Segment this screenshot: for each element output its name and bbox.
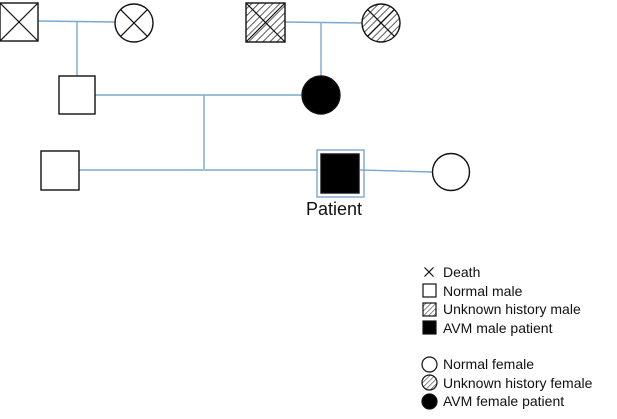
mating-line-gen3 (359, 169, 433, 173)
hatched-circle-icon (420, 374, 438, 392)
filled-square-icon (420, 319, 438, 337)
mother-avm-female (301, 75, 341, 115)
legend-item-avm-male: AVM male patient (420, 319, 592, 338)
mating-line-gen1-right (284, 21, 363, 24)
avm-male-square (320, 153, 360, 194)
grandfather-maternal-deceased-unknown (245, 2, 286, 43)
legend-label-death: Death (443, 264, 481, 281)
cross-icon (420, 263, 438, 281)
legend-label-normal-female: Normal female (443, 356, 535, 373)
legend-label-unknown-male: Unknown history male (443, 301, 581, 318)
legend-item-death: Death (420, 263, 592, 282)
legend-label-avm-female: AVM female patient (443, 393, 565, 410)
death-cross-icon-stroke (0, 2, 39, 42)
filled-circle-icon (420, 392, 438, 410)
father-normal-male (58, 75, 96, 115)
empty-square-icon (420, 282, 438, 300)
hatched-square-icon (420, 300, 438, 318)
death-cross-icon-stroke (245, 2, 286, 43)
death-cross-icon-stroke (367, 9, 395, 37)
legend-item-unknown-male: Unknown history male (420, 300, 592, 319)
spouse-normal-female (431, 152, 471, 192)
proband-outline-box (316, 149, 365, 198)
patient-label: Patient (306, 199, 363, 219)
legend-label-avm-male: AVM male patient (443, 319, 553, 336)
death-cross-icon-stroke (120, 9, 148, 37)
legend-label-normal-male: Normal male (443, 282, 523, 299)
grandmother-paternal-deceased (114, 3, 154, 43)
empty-circle-icon (420, 355, 438, 373)
sibling-normal-male (40, 150, 80, 191)
legend-item-normal-female: Normal female (420, 355, 592, 374)
legend-item-normal-male: Normal male (420, 282, 592, 301)
legend: Death Normal male Unknown history male (420, 263, 592, 411)
grandmother-maternal-deceased-unknown (361, 3, 401, 43)
grandfather-paternal-deceased (0, 2, 39, 42)
connector-lines (37, 20, 433, 173)
legend-item-unknown-female: Unknown history female (420, 374, 592, 393)
legend-spacer (420, 337, 592, 355)
legend-label-unknown-female: Unknown history female (443, 374, 593, 391)
legend-item-avm-female: AVM female patient (420, 392, 592, 411)
proband-avm-male (316, 149, 365, 198)
